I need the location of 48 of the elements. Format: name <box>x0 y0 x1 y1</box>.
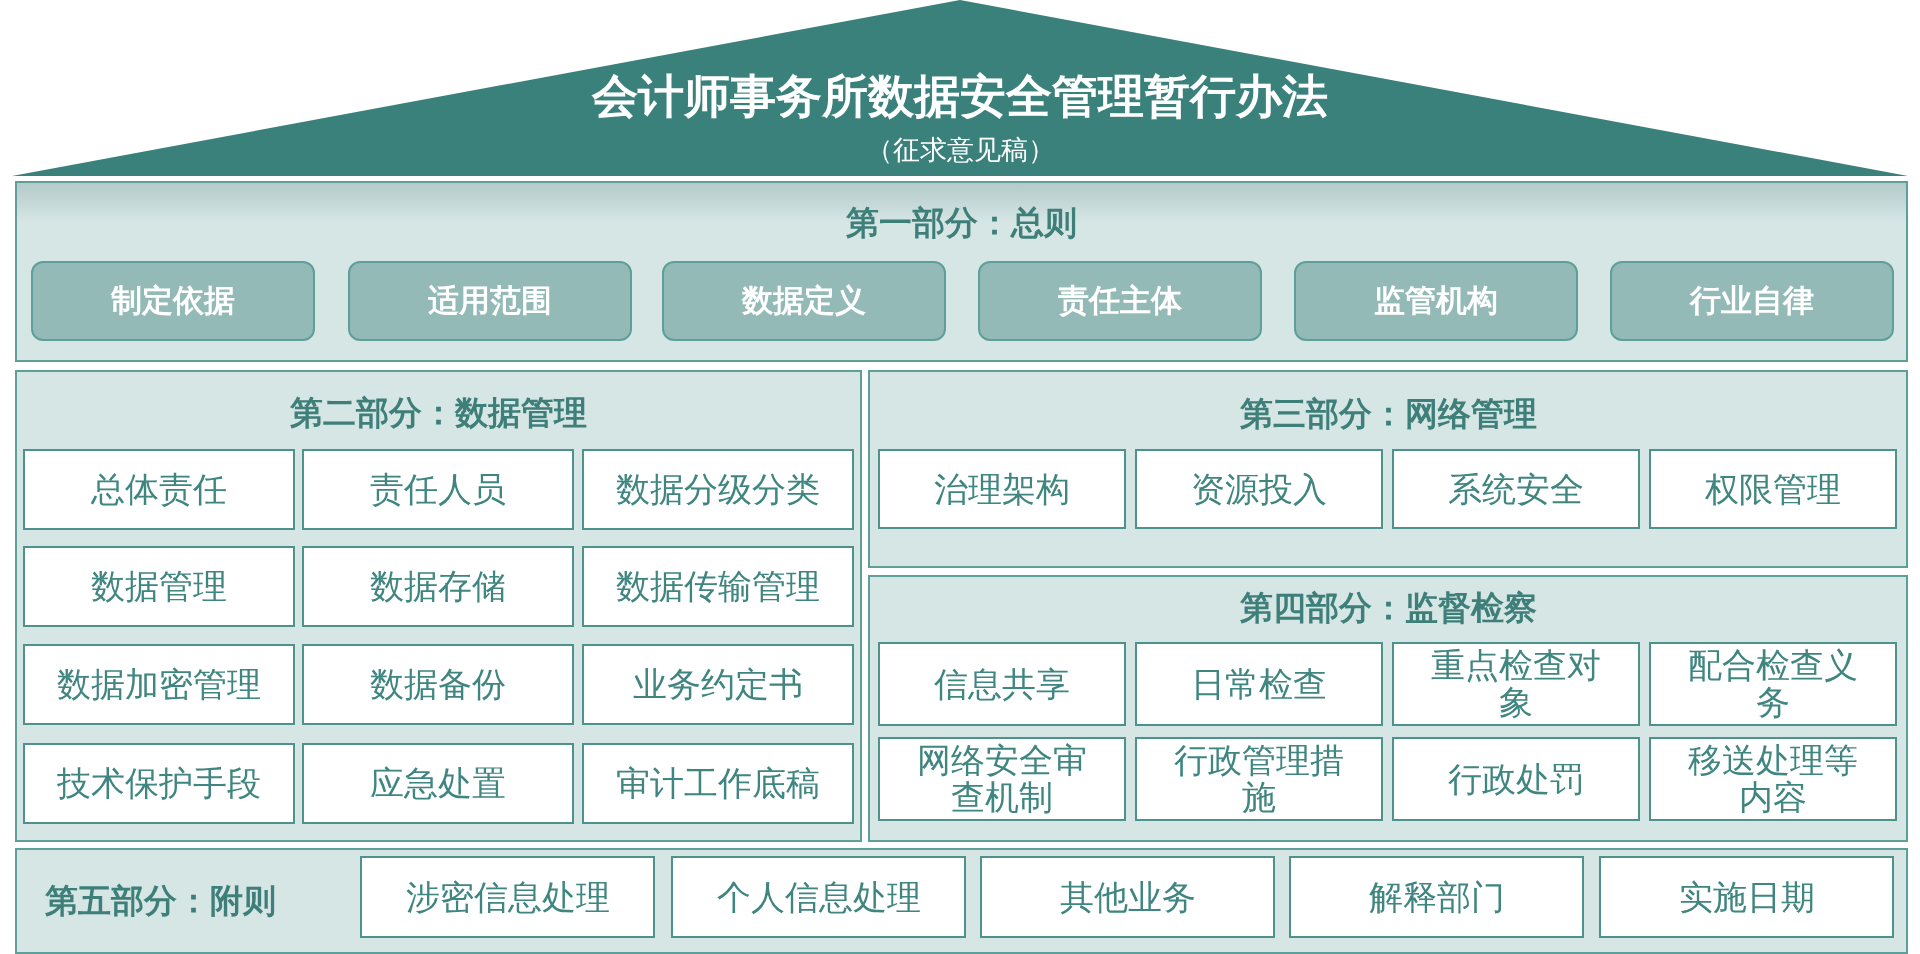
topic-pill: 责任主体 <box>978 261 1262 341</box>
topic-box: 数据传输管理 <box>582 546 854 627</box>
topic-box: 应急处置 <box>302 743 574 824</box>
topic-box: 其他业务 <box>980 856 1275 938</box>
section-heading: 第三部分：网络管理 <box>1239 394 1537 434</box>
topic-box: 数据管理 <box>23 546 295 627</box>
topic-pill: 行业自律 <box>1610 261 1894 341</box>
topic-pill: 数据定义 <box>662 261 946 341</box>
topic-box: 网络安全审查机制 <box>878 737 1126 821</box>
section-heading: 第一部分：总则 <box>846 203 1077 243</box>
topic-box: 行政管理措施 <box>1135 737 1383 821</box>
section-heading: 第五部分：附则 <box>45 881 276 921</box>
topic-pill: 适用范围 <box>348 261 632 341</box>
topic-box: 数据加密管理 <box>23 644 295 725</box>
topic-box: 责任人员 <box>302 449 574 530</box>
topic-box: 数据存储 <box>302 546 574 627</box>
topic-pill: 监管机构 <box>1294 261 1578 341</box>
topic-box: 系统安全 <box>1392 449 1640 529</box>
section-panel <box>868 575 1908 842</box>
topic-box: 权限管理 <box>1649 449 1897 529</box>
topic-box: 数据备份 <box>302 644 574 725</box>
topic-box: 移送处理等内容 <box>1649 737 1897 821</box>
topic-box: 技术保护手段 <box>23 743 295 824</box>
topic-box: 实施日期 <box>1599 856 1894 938</box>
topic-box: 重点检查对象 <box>1392 642 1640 726</box>
section-panel <box>15 848 1908 954</box>
topic-box: 信息共享 <box>878 642 1126 726</box>
topic-pill: 制定依据 <box>31 261 315 341</box>
topic-box: 审计工作底稿 <box>582 743 854 824</box>
section-panel <box>868 370 1908 568</box>
topic-box: 日常检查 <box>1135 642 1383 726</box>
section-heading: 第四部分：监督检察 <box>1239 588 1537 628</box>
section-panel <box>15 370 862 842</box>
section-heading: 第二部分：数据管理 <box>290 393 587 433</box>
topic-box: 个人信息处理 <box>671 856 966 938</box>
topic-box: 涉密信息处理 <box>360 856 655 938</box>
section-panel <box>15 181 1908 362</box>
topic-box: 业务约定书 <box>582 644 854 725</box>
topic-box: 解释部门 <box>1289 856 1584 938</box>
topic-box: 总体责任 <box>23 449 295 530</box>
topic-box: 配合检查义务 <box>1649 642 1897 726</box>
topic-box: 治理架构 <box>878 449 1126 529</box>
topic-box: 资源投入 <box>1135 449 1383 529</box>
subtitle-text: （征求意见稿） <box>865 133 1055 167</box>
topic-box: 数据分级分类 <box>582 449 854 530</box>
topic-box: 行政处罚 <box>1392 737 1640 821</box>
title-text: 会计师事务所数据安全管理暂行办法 <box>592 68 1328 125</box>
roof-banner <box>12 0 1908 176</box>
